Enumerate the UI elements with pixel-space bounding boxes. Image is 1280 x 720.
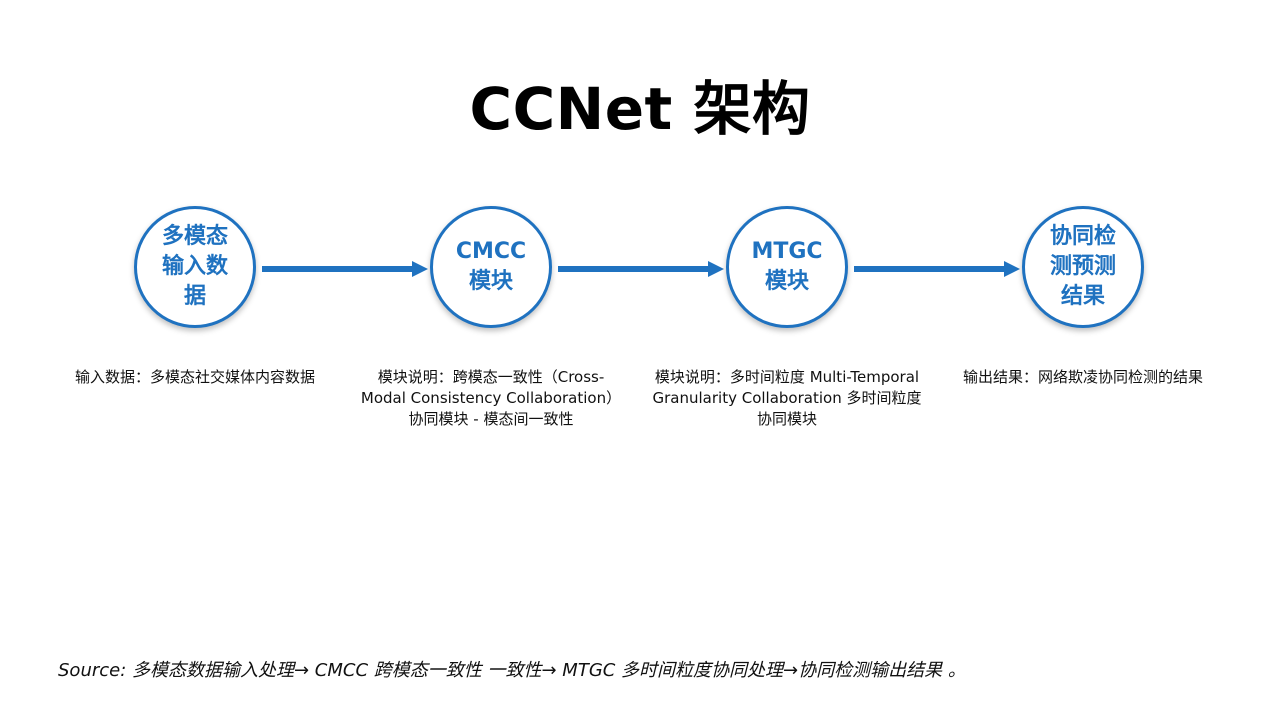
arrow-input-to-cmcc [262, 261, 428, 277]
cmcc-node: CMCC 模块 [430, 206, 552, 328]
page-title: CCNet 架构 [469, 75, 811, 143]
input-description: 输入数据：多模态社交媒体内容数据 [74, 368, 315, 386]
cmcc-description: 模块说明：跨模态一致性（Cross-Modal Consistency Coll… [360, 368, 622, 428]
mtgc-node-label: MTGC 模块 [751, 239, 823, 294]
arrow-mtgc-to-output [854, 261, 1020, 277]
arrow-cmcc-to-mtgc [558, 261, 724, 277]
output-description: 输出结果：网络欺凌协同检测的结果 [962, 368, 1203, 386]
cmcc-node-label: CMCC 模块 [455, 239, 527, 294]
mtgc-description: 模块说明：多时间粒度 Multi-Temporal Granularity Co… [652, 368, 922, 428]
output-node: 协同检测预测结果 [1022, 206, 1144, 328]
mtgc-node: MTGC 模块 [726, 206, 848, 328]
input-node-label: 多模态输入数据 [161, 224, 228, 309]
source-note: Source: 多模态数据输入处理→ CMCC 跨模态一致性 一致性→ MTGC… [58, 660, 966, 681]
output-node-label: 协同检测预测结果 [1049, 224, 1116, 309]
input-node: 多模态输入数据 [134, 206, 256, 328]
